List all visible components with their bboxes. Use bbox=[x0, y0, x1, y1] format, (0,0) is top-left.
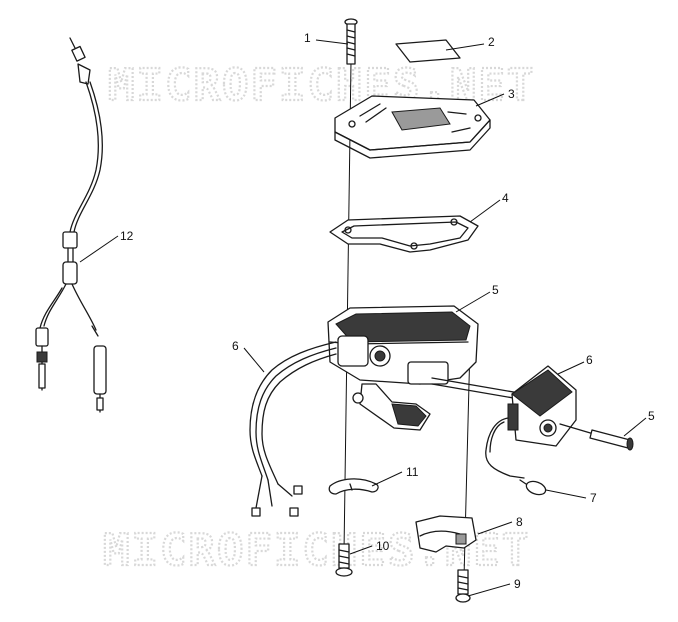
callout-leaders bbox=[79, 39, 647, 597]
callout-5-upper[interactable]: 5 bbox=[492, 283, 499, 297]
callout-9[interactable]: 9 bbox=[514, 577, 521, 591]
part-12-cable-harness[interactable] bbox=[35, 37, 107, 413]
part-2-label[interactable] bbox=[395, 39, 461, 63]
callout-11[interactable]: 11 bbox=[406, 465, 419, 479]
part-4-gasket[interactable] bbox=[329, 215, 479, 253]
part-6-switch-block[interactable] bbox=[431, 365, 577, 497]
callout-labels: 1 2 3 4 5 5 6 6 7 8 9 10 11 12 bbox=[120, 31, 655, 591]
callout-12[interactable]: 12 bbox=[120, 229, 134, 243]
callout-6-right[interactable]: 6 bbox=[586, 353, 593, 367]
callout-7[interactable]: 7 bbox=[590, 491, 597, 505]
assembly-axis-left bbox=[343, 61, 352, 553]
callout-2[interactable]: 2 bbox=[488, 35, 495, 49]
part-10-screw[interactable] bbox=[335, 543, 353, 577]
callout-6-left[interactable]: 6 bbox=[232, 339, 239, 353]
part-8-clamp[interactable] bbox=[415, 515, 477, 553]
part-5-housing[interactable] bbox=[327, 305, 479, 431]
part-3-top-cover[interactable] bbox=[334, 95, 491, 159]
callout-10[interactable]: 10 bbox=[376, 539, 390, 553]
part-1-screw[interactable] bbox=[344, 18, 358, 65]
callout-8[interactable]: 8 bbox=[516, 515, 523, 529]
part-11-clip[interactable] bbox=[328, 478, 379, 495]
callout-3[interactable]: 3 bbox=[508, 87, 515, 101]
callout-1[interactable]: 1 bbox=[304, 31, 311, 45]
part-6-wire-harness[interactable] bbox=[249, 341, 337, 517]
callout-5-right[interactable]: 5 bbox=[648, 409, 655, 423]
part-9-screw[interactable] bbox=[455, 569, 471, 603]
callout-4[interactable]: 4 bbox=[502, 191, 509, 205]
part-5-bolt-right[interactable] bbox=[559, 423, 634, 451]
